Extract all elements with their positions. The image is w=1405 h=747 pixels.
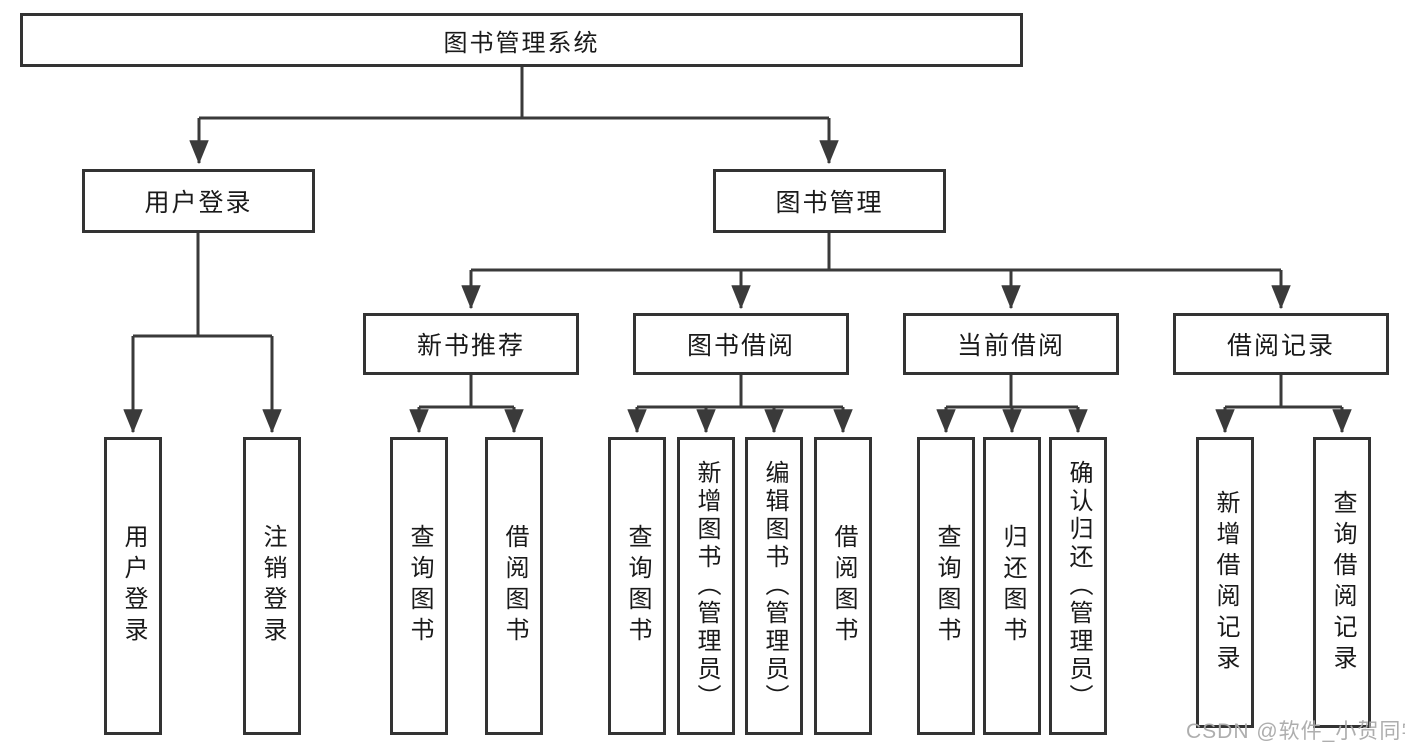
node-root-library-system: 图书管理系统 — [20, 13, 1023, 67]
node-new-book-recommend: 新书推荐 — [363, 313, 579, 375]
leaf-query-book-3: 查询图书 — [917, 437, 975, 735]
leaf-add-book-admin: 新增图书（管理员） — [677, 437, 735, 735]
leaf-user-login: 用户登录 — [104, 437, 162, 735]
leaf-query-book-1: 查询图书 — [390, 437, 448, 735]
leaf-query-borrow-record: 查询借阅记录 — [1313, 437, 1371, 728]
csdn-watermark: CSDN @软件_小贺同学 — [1186, 720, 1405, 743]
connector-book-borrow-children — [627, 373, 853, 434]
node-current-borrow: 当前借阅 — [903, 313, 1119, 375]
connector-root-to-level2 — [189, 66, 839, 165]
node-book-management: 图书管理 — [713, 169, 946, 233]
node-book-borrow: 图书借阅 — [633, 313, 849, 375]
leaf-add-borrow-record: 新增借阅记录 — [1196, 437, 1254, 728]
leaf-query-book-2: 查询图书 — [608, 437, 666, 735]
leaf-logout: 注销登录 — [243, 437, 301, 735]
connector-current-borrow-children — [936, 373, 1088, 434]
node-borrow-record: 借阅记录 — [1173, 313, 1389, 375]
node-user-login: 用户登录 — [82, 169, 315, 233]
leaf-borrow-book-2: 借阅图书 — [814, 437, 872, 735]
connector-borrow-record-children — [1215, 373, 1352, 434]
leaf-return-book: 归还图书 — [983, 437, 1041, 735]
connector-user-login-children — [123, 231, 282, 434]
leaf-confirm-return-admin: 确认归还（管理员） — [1049, 437, 1107, 735]
connector-book-management-children — [461, 231, 1291, 310]
leaf-borrow-book-1: 借阅图书 — [485, 437, 543, 735]
connector-new-book-children — [409, 373, 524, 434]
leaf-edit-book-admin: 编辑图书（管理员） — [745, 437, 803, 735]
